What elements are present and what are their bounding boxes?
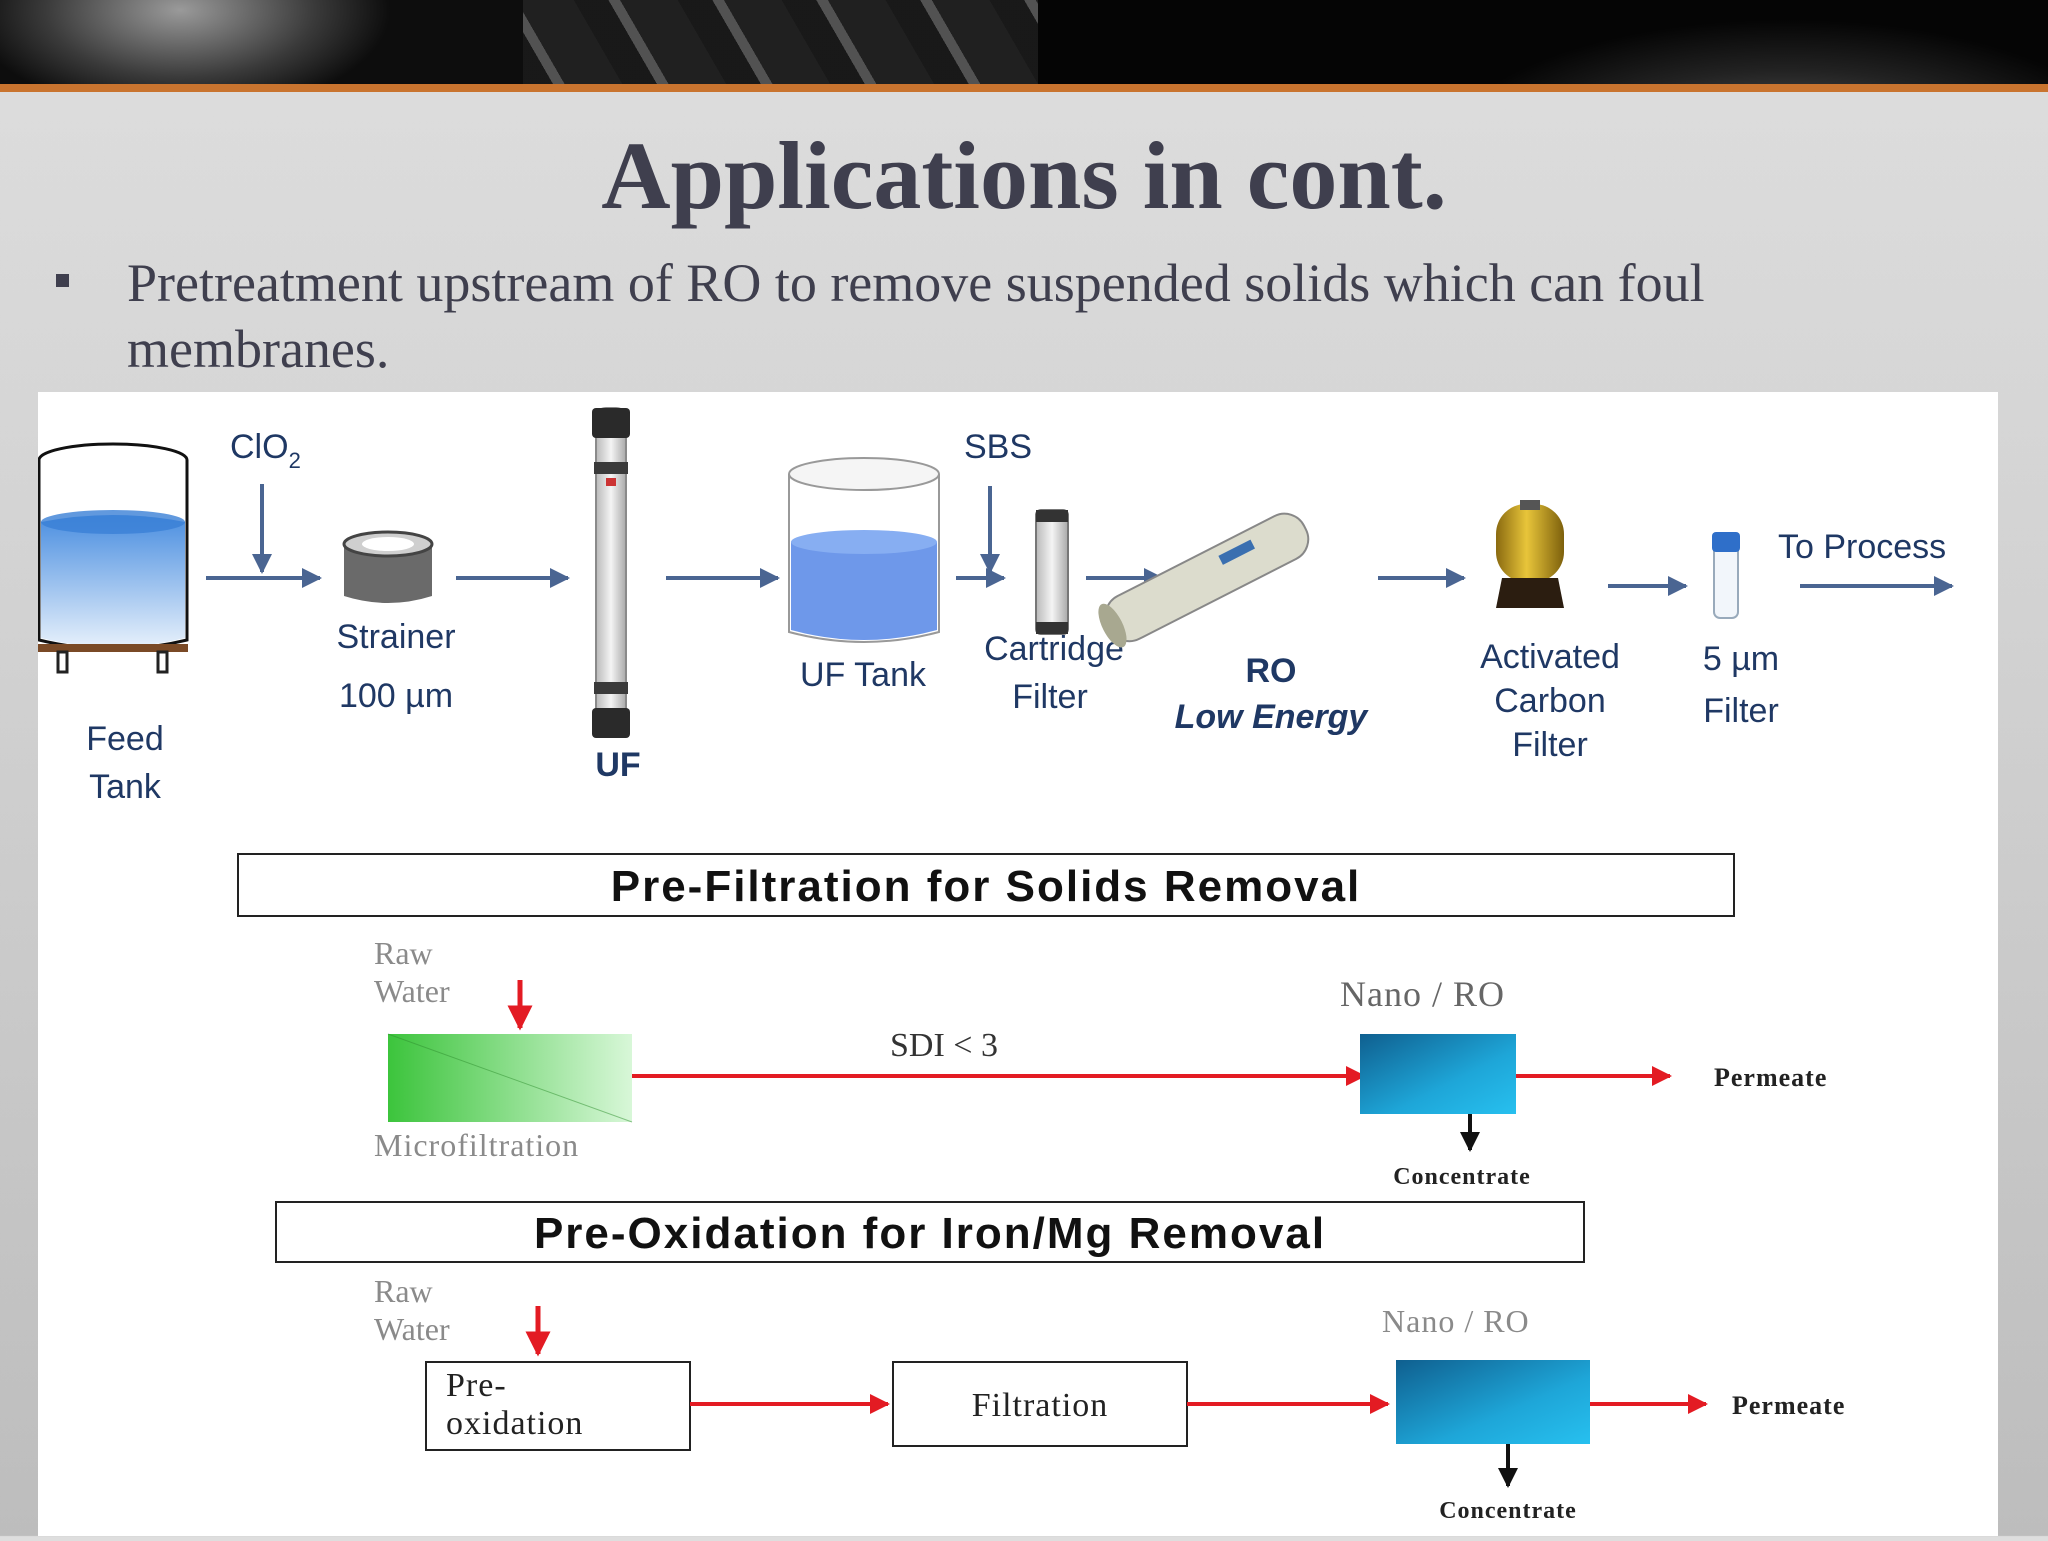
- carbon-label-1: Activated: [1480, 638, 1620, 676]
- filtration-label: Filtration: [972, 1387, 1109, 1424]
- feed-tank-icon: [37, 442, 189, 674]
- activated-carbon-filter-icon: [1496, 500, 1564, 608]
- microfiltration-label: Microfiltration: [374, 1127, 579, 1163]
- ro-low-energy-label: Low Energy: [1175, 698, 1370, 736]
- preoxidation-heading: Pre-Oxidation for Iron/Mg Removal: [534, 1209, 1326, 1258]
- cartridge-label-1: Cartridge: [984, 630, 1124, 668]
- uf-tank-label: UF Tank: [800, 656, 927, 694]
- feed-tank-label-2: Tank: [89, 768, 162, 806]
- strainer-size-label: 100 µm: [339, 677, 453, 715]
- cartridge-label-2: Filter: [1012, 678, 1088, 716]
- 5um-filter-label: Filter: [1703, 692, 1779, 730]
- carbon-label-3: Filter: [1512, 726, 1588, 764]
- ro-label: RO: [1246, 652, 1297, 690]
- preoxidation-heading-box: [275, 1201, 1585, 1263]
- filtration-box: [892, 1361, 1188, 1447]
- banner-image-2: [523, 0, 1038, 92]
- prefiltration-heading: Pre-Filtration for Solids Removal: [611, 862, 1362, 911]
- header-banner: [0, 0, 2048, 92]
- slide-title: Applications in cont.: [601, 122, 1447, 229]
- preoxidation-water-label: Water: [374, 1311, 450, 1347]
- 5um-filter-icon: [1712, 532, 1740, 619]
- preoxidation-concentrate-label: Concentrate: [1439, 1498, 1577, 1524]
- prefiltration-permeate-label: Permeate: [1714, 1063, 1827, 1092]
- diagram-svg: Feed Tank ClO2 Strainer 100 µm UF UF Tan…: [37, 407, 1954, 1524]
- uf-label: UF: [595, 746, 640, 784]
- strainer-icon: [342, 530, 434, 603]
- preoxidation-raw-label: Raw: [374, 1273, 433, 1309]
- preoxidation-permeate-label: Permeate: [1732, 1391, 1845, 1420]
- diagram-panel: Feed Tank ClO2 Strainer 100 µm UF UF Tan…: [37, 392, 1998, 1536]
- cartridge-filter-icon: [1035, 509, 1069, 635]
- sbs-label: SBS: [964, 428, 1032, 466]
- prefiltration-nano-ro-label: Nano / RO: [1340, 974, 1505, 1014]
- accent-stripe: [0, 84, 2048, 92]
- 5um-label: 5 µm: [1703, 640, 1779, 678]
- microfiltration-diagonal: [387, 1033, 633, 1123]
- ro-membrane-icon: [1098, 512, 1310, 648]
- uf-module-icon: [592, 407, 630, 738]
- prefiltration-water-label: Water: [374, 973, 450, 1009]
- uf-tank-icon: [788, 457, 940, 643]
- prefiltration-concentrate-label: Concentrate: [1393, 1164, 1531, 1190]
- preoxidation-nano-ro-box: [1396, 1360, 1590, 1444]
- bullet-text: Pretreatment upstream of RO to remove su…: [127, 253, 1705, 379]
- bullet-square-icon: [56, 274, 69, 287]
- prefiltration-nano-ro-box: [1360, 1034, 1516, 1114]
- banner-image-3: [1038, 0, 2048, 92]
- clo2-label: ClO2: [230, 428, 301, 473]
- preoxidation-nano-ro-label: Nano / RO: [1382, 1303, 1530, 1339]
- to-process-label: To Process: [1778, 528, 1946, 566]
- sdi-label: SDI < 3: [890, 1027, 998, 1064]
- preoxidation-label-2: oxidation: [446, 1405, 583, 1442]
- feed-tank-label-1: Feed: [86, 720, 164, 758]
- preoxidation-label-1: Pre-: [446, 1367, 507, 1404]
- prefiltration-raw-label: Raw: [374, 935, 433, 971]
- prefiltration-heading-box: [237, 853, 1735, 917]
- carbon-label-2: Carbon: [1494, 682, 1606, 720]
- strainer-label: Strainer: [336, 618, 455, 656]
